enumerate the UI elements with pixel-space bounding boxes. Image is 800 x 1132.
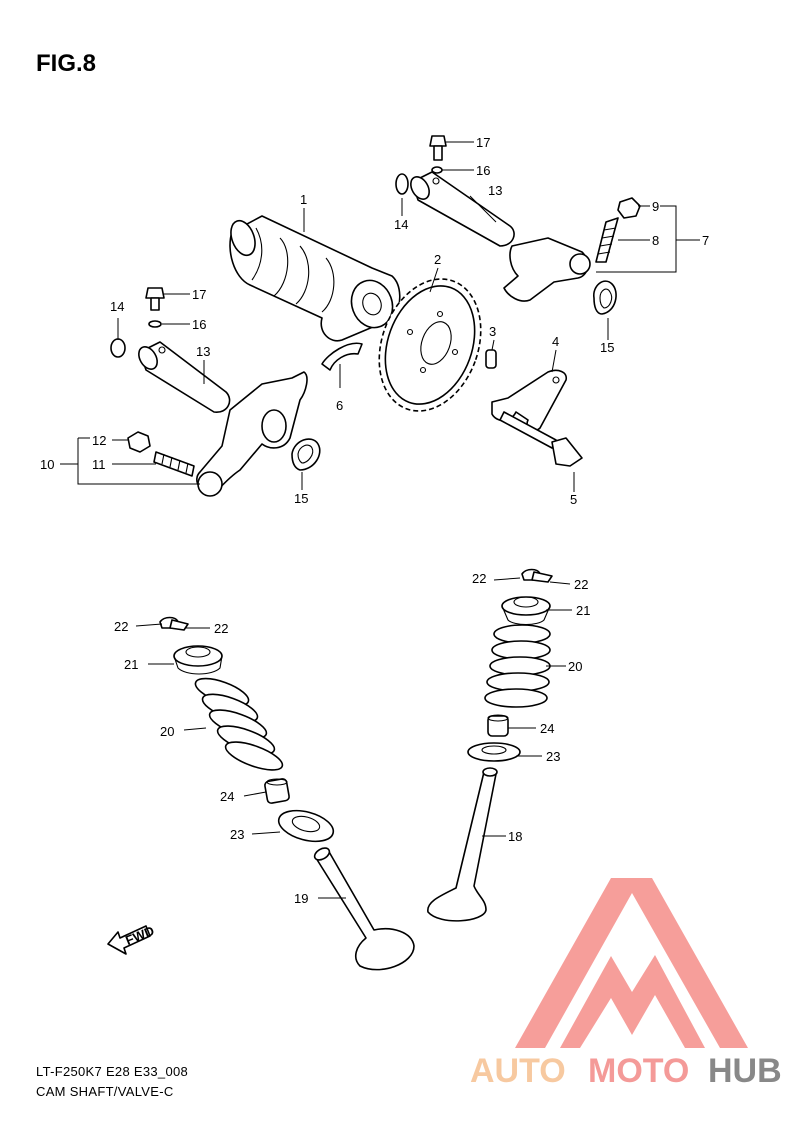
watermark-wordmark: AUTO MOTO HUB (470, 1052, 782, 1090)
callout-22-right-a: 22 (472, 571, 486, 586)
rocker-arm-lower (196, 371, 308, 497)
adjust-nut-9 (617, 197, 641, 219)
dowel-pin (485, 349, 497, 369)
rocker-shaft-lower (138, 341, 231, 413)
o-ring-upper (395, 173, 409, 195)
valve-seal-right-24 (487, 714, 509, 737)
spring-left-20 (194, 677, 284, 771)
retainer-right-21 (501, 596, 551, 626)
callout-23-left: 23 (230, 827, 244, 842)
sprocket-bolt (499, 411, 583, 467)
gasket-right-15 (593, 280, 617, 315)
adjust-screw-11 (153, 451, 195, 477)
callout-16-lower: 16 (192, 317, 206, 332)
callout-24-left: 24 (220, 789, 234, 804)
callout-14-lower: 14 (110, 299, 124, 314)
exhaust-valve-18 (427, 767, 498, 922)
callout-18: 18 (508, 829, 522, 844)
callout-21-left: 21 (124, 657, 138, 672)
callout-9: 9 (652, 199, 659, 214)
intake-valve-19 (313, 847, 415, 971)
fwd-arrow-icon: FWD (107, 923, 156, 955)
callout-12: 12 (92, 433, 106, 448)
callout-21-right: 21 (576, 603, 590, 618)
callout-15-right: 15 (600, 340, 614, 355)
callout-23-right: 23 (546, 749, 560, 764)
callout-22-left-b: 22 (214, 621, 228, 636)
callout-7: 7 (702, 233, 709, 248)
cotter-right (521, 568, 553, 583)
washer-upper-16 (431, 166, 443, 174)
washer-lower-16 (148, 320, 162, 328)
callout-13-lower: 13 (196, 344, 210, 359)
o-ring-lower (110, 338, 126, 358)
figure-title: FIG.8 (36, 50, 97, 77)
cotter-left (159, 616, 189, 631)
callout-4: 4 (552, 334, 559, 349)
callout-17-lower: 17 (192, 287, 206, 302)
watermark-word-1: AUTO (470, 1052, 566, 1090)
cam-sprocket (378, 278, 482, 412)
callout-11: 11 (92, 457, 106, 472)
adjust-nut-12 (127, 431, 151, 453)
spring-seat-left-23 (277, 809, 335, 843)
watermark-logo (515, 878, 748, 1048)
callout-24-right: 24 (540, 721, 554, 736)
retainer-left-21 (173, 645, 223, 675)
watermark-word-3: HUB (708, 1052, 782, 1090)
rocker-arm-upper (503, 237, 591, 302)
footer-section-name: CAM SHAFT/VALVE-C (36, 1084, 174, 1099)
callout-3: 3 (489, 324, 496, 339)
spring-seat-right-23 (467, 742, 521, 762)
callout-20-right: 20 (568, 659, 582, 674)
camshaft (229, 215, 401, 342)
callout-22-left-a: 22 (114, 619, 128, 634)
callout-16-upper: 16 (476, 163, 490, 178)
callout-14-upper: 14 (394, 217, 408, 232)
watermark-word-2: MOTO (588, 1052, 689, 1090)
callout-19: 19 (294, 891, 308, 906)
bolt-lower-17 (145, 287, 165, 311)
footer-model-code: LT-F250K7 E28 E33_008 (36, 1064, 189, 1079)
watermark-logo-inner (560, 955, 705, 1048)
rocker-shaft-upper (410, 171, 515, 247)
callout-numbers: 1 2 3 4 5 6 7 8 9 10 11 12 13 13 14 14 1… (40, 135, 709, 906)
adjust-screw-8 (595, 217, 619, 263)
spring-right-20 (484, 624, 551, 708)
leader-lines (60, 141, 700, 899)
callout-13-upper: 13 (488, 183, 502, 198)
callout-1: 1 (300, 192, 307, 207)
callout-17-upper: 17 (476, 135, 490, 150)
callout-5: 5 (570, 492, 577, 507)
callout-20-left: 20 (160, 724, 174, 739)
bolt-upper-17 (429, 135, 447, 161)
callout-10: 10 (40, 457, 54, 472)
callout-8: 8 (652, 233, 659, 248)
callout-2: 2 (434, 252, 441, 267)
callout-6: 6 (336, 398, 343, 413)
valve-seal-left-24 (264, 778, 290, 804)
callout-15-left: 15 (294, 491, 308, 506)
camshaft-ring (321, 342, 363, 371)
gasket-left-15 (291, 438, 321, 471)
callout-22-right-b: 22 (574, 577, 588, 592)
fwd-label: FWD (123, 923, 156, 948)
